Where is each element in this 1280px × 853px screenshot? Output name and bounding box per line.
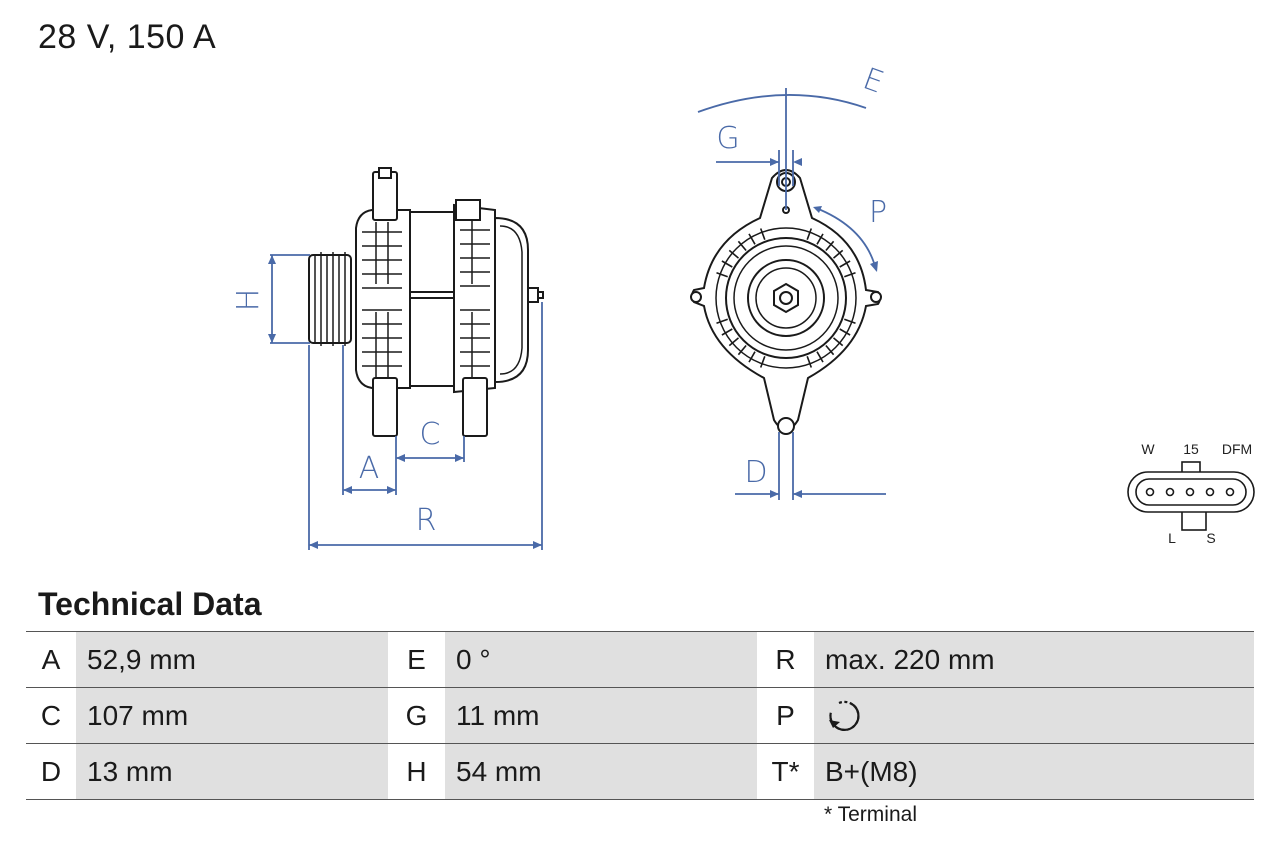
ring-slot bbox=[716, 271, 728, 278]
spec-key: A bbox=[26, 632, 76, 687]
rotation-clockwise-icon bbox=[829, 700, 860, 731]
spec-key: R bbox=[757, 632, 814, 687]
ring-slot bbox=[806, 356, 813, 368]
table-row: C 107 mm G 11 mm P bbox=[26, 688, 1254, 744]
spec-value: 0 ° bbox=[445, 632, 757, 687]
connector-label-l: L bbox=[1168, 530, 1176, 546]
ring-slot bbox=[839, 328, 851, 336]
connector-label-15: 15 bbox=[1183, 441, 1199, 457]
connector-label-dfm: DFM bbox=[1222, 441, 1252, 457]
spec-value-rotation bbox=[814, 688, 1254, 743]
technical-data-table: A 52,9 mm E 0 ° R max. 220 mm C 107 mm G… bbox=[26, 631, 1254, 800]
ring-slot bbox=[825, 240, 835, 252]
page-heading: 28 V, 150 A bbox=[38, 18, 217, 56]
dim-label-a: A bbox=[359, 451, 380, 486]
ring-slot bbox=[748, 351, 756, 363]
alternator-side-view bbox=[308, 167, 544, 437]
ring-slot bbox=[825, 344, 835, 356]
spec-value: max. 220 mm bbox=[814, 632, 1254, 687]
connector-plug-diagram bbox=[1127, 461, 1255, 531]
dim-label-h: H bbox=[231, 289, 266, 312]
ring-slot bbox=[728, 337, 740, 347]
connector-label-w: W bbox=[1141, 441, 1155, 457]
side-view-arrowheads bbox=[268, 255, 542, 549]
ring-slot bbox=[721, 328, 733, 336]
spec-key: T* bbox=[757, 744, 814, 799]
ring-slot bbox=[816, 351, 824, 363]
ring-slot bbox=[839, 260, 851, 268]
dim-label-g: G bbox=[716, 121, 739, 156]
table-row: A 52,9 mm E 0 ° R max. 220 mm bbox=[26, 632, 1254, 688]
ring-slot bbox=[816, 233, 824, 245]
spec-key: P bbox=[757, 688, 814, 743]
ring-slot bbox=[759, 356, 766, 368]
ring-slot bbox=[728, 249, 740, 259]
ring-slot bbox=[759, 228, 766, 240]
dim-label-e: E bbox=[858, 61, 888, 100]
ring-slot bbox=[737, 240, 747, 252]
spec-key: D bbox=[26, 744, 76, 799]
spec-value: 11 mm bbox=[445, 688, 757, 743]
technical-data-title: Technical Data bbox=[38, 586, 262, 622]
ring-slot bbox=[832, 249, 844, 259]
spec-key: H bbox=[388, 744, 445, 799]
spec-value: 52,9 mm bbox=[76, 632, 388, 687]
ring-slot bbox=[806, 228, 813, 240]
spec-value: 54 mm bbox=[445, 744, 757, 799]
dim-label-c: C bbox=[420, 417, 441, 452]
dim-label-r: R bbox=[416, 503, 437, 538]
front-view-arrowheads bbox=[770, 158, 878, 498]
dim-label-d: D bbox=[744, 455, 767, 490]
spec-key: E bbox=[388, 632, 445, 687]
spec-value: B+(M8) bbox=[814, 744, 1254, 799]
footnote-terminal: * Terminal bbox=[824, 803, 917, 826]
spec-key: G bbox=[388, 688, 445, 743]
ring-slot bbox=[844, 271, 856, 278]
ring-slot bbox=[737, 344, 747, 356]
side-view-dimensions bbox=[270, 254, 543, 550]
ring-slot bbox=[844, 318, 856, 325]
spec-value: 107 mm bbox=[76, 688, 388, 743]
ring-slot bbox=[721, 260, 733, 268]
spec-key: C bbox=[26, 688, 76, 743]
spec-value: 13 mm bbox=[76, 744, 388, 799]
front-view-dimensions bbox=[697, 88, 886, 500]
front-view-slots bbox=[716, 228, 856, 368]
alternator-front-view bbox=[690, 169, 882, 435]
table-row: D 13 mm H 54 mm T* B+(M8) bbox=[26, 744, 1254, 800]
alternator-technical-drawing: H A C R bbox=[231, 61, 1255, 550]
ring-slot bbox=[748, 233, 756, 245]
ring-slot bbox=[832, 337, 844, 347]
dim-label-p: P bbox=[869, 195, 887, 230]
ring-slot bbox=[716, 318, 728, 325]
connector-label-s: S bbox=[1206, 530, 1215, 546]
